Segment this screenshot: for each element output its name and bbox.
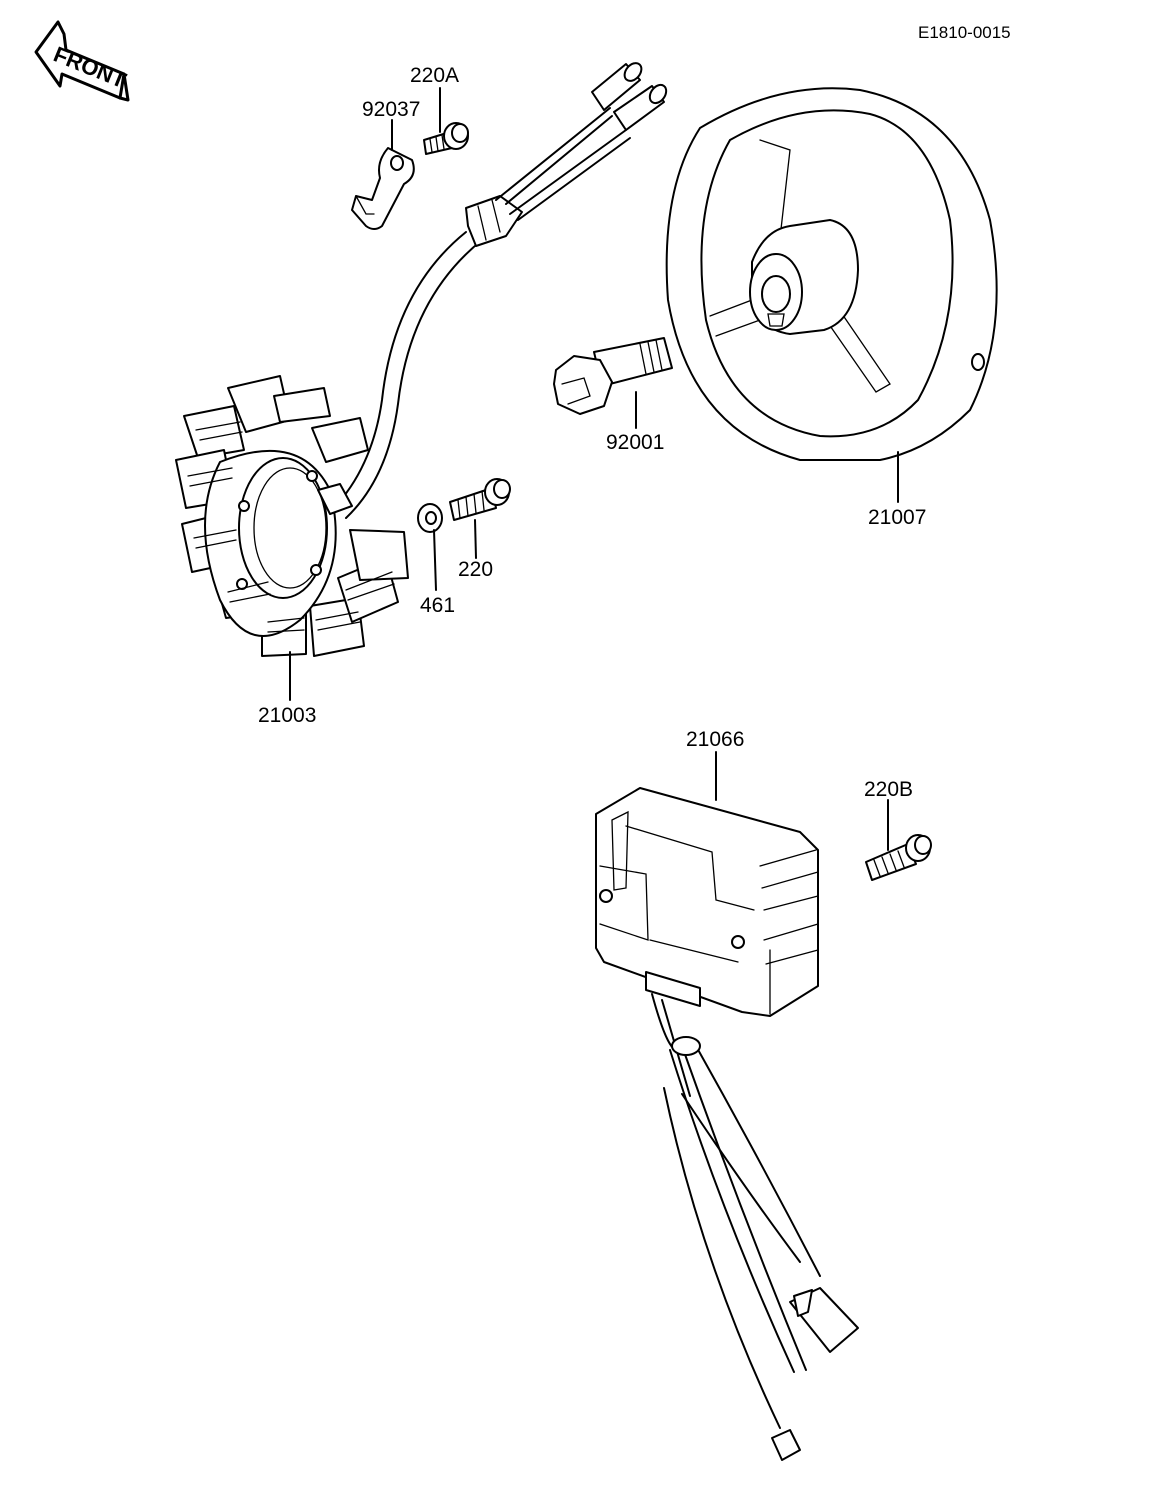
part-label-21066: 21066 — [686, 728, 744, 751]
washer-461-icon — [417, 503, 443, 591]
front-arrow-icon: FRONT — [34, 20, 130, 102]
rotor-flywheel-icon — [665, 87, 998, 503]
bracket-clip-icon — [351, 147, 415, 230]
reference-code: E1810-0015 — [918, 23, 1011, 42]
screw-220b-icon — [865, 799, 932, 881]
part-label-461: 461 — [420, 594, 455, 617]
bolt-92001-icon — [553, 337, 673, 429]
screw-220a-icon — [423, 122, 469, 155]
part-label-220b: 220B — [864, 778, 913, 801]
part-label-220a: 220A — [410, 64, 459, 87]
stator-icon — [175, 375, 409, 701]
part-label-92001: 92001 — [606, 431, 664, 454]
part-label-21007: 21007 — [868, 506, 926, 529]
stator-wire-harness-icon — [329, 62, 668, 519]
part-label-92037: 92037 — [362, 98, 420, 121]
part-label-21003: 21003 — [258, 704, 316, 727]
screw-220-icon — [449, 478, 511, 559]
regulator-rectifier-icon — [595, 751, 859, 1461]
part-label-220: 220 — [458, 558, 493, 581]
